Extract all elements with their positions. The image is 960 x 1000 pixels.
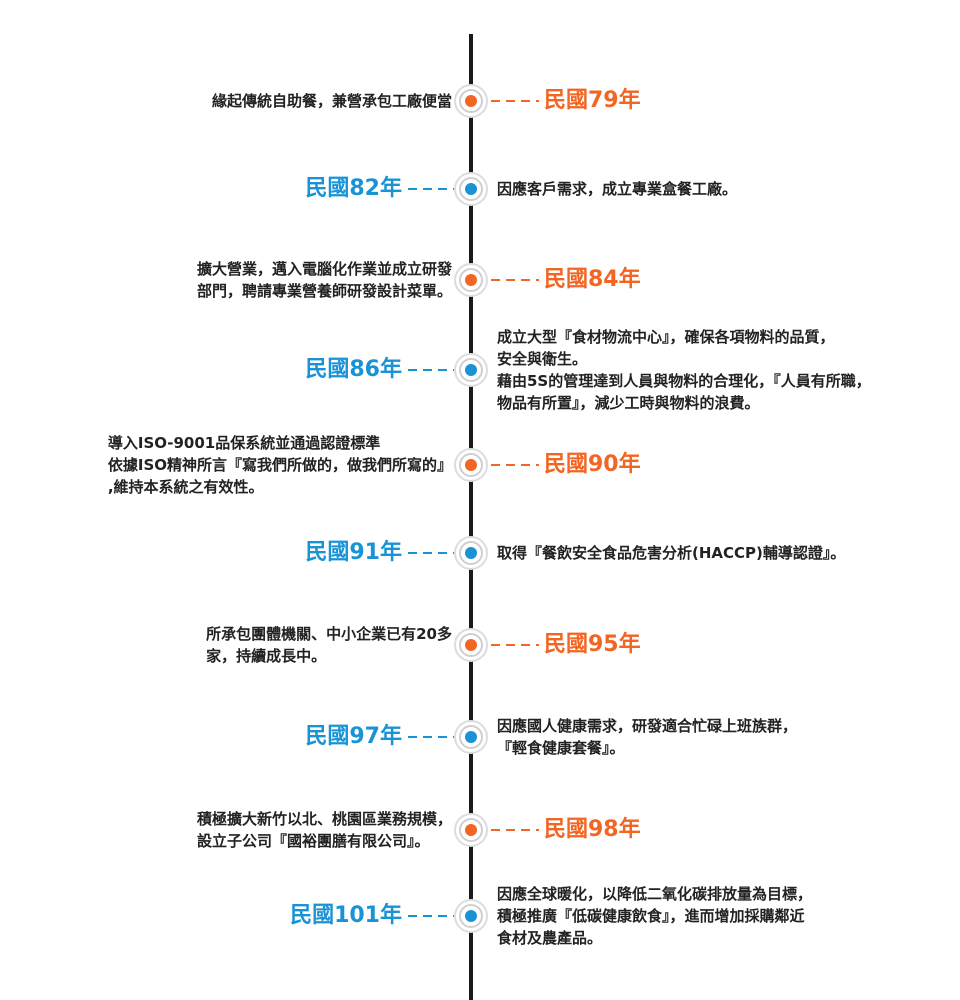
- timeline-node-ring: [459, 541, 483, 565]
- timeline-description: 所承包團體機關、中小企業已有20多家，持續成長中。: [206, 623, 452, 667]
- timeline-dot-icon: [465, 274, 477, 286]
- timeline-description: 導入ISO-9001品保系統並通過認證標準依據ISO精神所言『寫我們所做的，做我…: [108, 432, 452, 498]
- timeline-description: 成立大型『食材物流中心』，確保各項物料的品質， 安全與衛生。藉由5S的管理達到人員…: [497, 326, 871, 414]
- timeline-description: 因應全球暖化，以降低二氧化碳排放量為目標， 積極推廣『低碳健康飲食』，進而增加採購…: [497, 883, 812, 949]
- timeline-connector: [408, 552, 454, 554]
- timeline-year: 民國91年: [305, 540, 402, 565]
- timeline-description-line: 安全與衛生。: [497, 350, 588, 368]
- timeline-dot-icon: [465, 639, 477, 651]
- timeline-description: 因應客戶需求，成立專業盒餐工廠。: [497, 178, 737, 200]
- timeline-connector: [491, 464, 539, 466]
- timeline-description-line: 積極推廣『低碳健康飲食』，進而增加採購鄰近: [497, 907, 805, 925]
- timeline-node-ring: [459, 904, 483, 928]
- timeline-year: 民國84年: [544, 267, 641, 292]
- timeline-year: 民國82年: [305, 176, 402, 201]
- timeline-description: 擴大營業，邁入電腦化作業並成立研發部門，聘請專業營養師研發設計菜單。: [197, 258, 452, 302]
- timeline-node-ring: [459, 725, 483, 749]
- timeline-dot-icon: [465, 459, 477, 471]
- timeline-year: 民國90年: [544, 452, 641, 477]
- timeline-dot-icon: [465, 547, 477, 559]
- timeline-node: [454, 353, 488, 387]
- timeline-description: 取得『餐飲安全食品危害分析(HACCP)輔導認證』。: [497, 542, 845, 564]
- timeline-year: 民國101年: [290, 903, 402, 928]
- timeline-connector: [408, 369, 454, 371]
- timeline-dot-icon: [465, 95, 477, 107]
- timeline-dot-icon: [465, 183, 477, 195]
- timeline-description-line: 食材及農產品。: [497, 929, 603, 947]
- timeline-description-line: 所承包團體機關、中小企業已有20多: [206, 625, 452, 643]
- timeline-description: 積極擴大新竹以北、桃園區業務規模， 設立子公司『國裕團膳有限公司』。: [197, 808, 452, 852]
- timeline-connector: [408, 915, 454, 917]
- timeline-description-line: 取得『餐飲安全食品危害分析(HACCP)輔導認證』。: [497, 544, 846, 562]
- timeline-year: 民國97年: [305, 724, 402, 749]
- timeline-node-ring: [459, 268, 483, 292]
- timeline-node-ring: [459, 177, 483, 201]
- timeline-year: 民國98年: [544, 817, 641, 842]
- timeline-dot-icon: [465, 731, 477, 743]
- timeline-description: 因應國人健康需求，研發適合忙碌上班族群， 『輕食健康套餐』。: [497, 715, 797, 759]
- timeline-description-line: 積極擴大新竹以北、桃園區業務規模，: [196, 810, 452, 828]
- timeline-description-line: 成立大型『食材物流中心』，確保各項物料的品質，: [497, 328, 835, 346]
- timeline-description-line: 擴大營業，邁入電腦化作業並成立研發: [196, 260, 452, 278]
- timeline-connector: [408, 736, 454, 738]
- timeline-description-line: 因應客戶需求，成立專業盒餐工廠。: [497, 180, 738, 198]
- timeline-description-line: 因應全球暖化，以降低二氧化碳排放量為目標，: [497, 885, 813, 903]
- timeline-node: [454, 448, 488, 482]
- timeline-year: 民國79年: [544, 88, 641, 113]
- timeline-node: [454, 813, 488, 847]
- timeline-description-line: 緣起傳統自助餐，兼營承包工廠便當: [211, 92, 452, 110]
- timeline-node: [454, 536, 488, 570]
- timeline-node-ring: [459, 818, 483, 842]
- timeline-dot-icon: [465, 364, 477, 376]
- timeline-year: 民國86年: [305, 357, 402, 382]
- timeline-node: [454, 263, 488, 297]
- timeline-description-line: 依據ISO精神所言『寫我們所做的，做我們所寫的』: [107, 456, 452, 474]
- timeline-connector: [491, 829, 539, 831]
- timeline-node: [454, 628, 488, 662]
- timeline-connector: [491, 100, 539, 102]
- timeline-node-ring: [459, 633, 483, 657]
- timeline-description-line: 物品有所置』，減少工時與物料的浪費。: [497, 394, 760, 412]
- timeline-description-line: 家，持續成長中。: [206, 647, 327, 665]
- timeline-description-line: 『輕食健康套餐』。: [497, 739, 625, 757]
- timeline-year: 民國95年: [544, 632, 641, 657]
- timeline-connector: [491, 279, 539, 281]
- timeline-node-ring: [459, 358, 483, 382]
- timeline-description-line: 因應國人健康需求，研發適合忙碌上班族群，: [497, 717, 798, 735]
- timeline-connector: [491, 644, 539, 646]
- timeline-description-line: 導入ISO-9001品保系統並通過認證標準: [107, 434, 381, 452]
- timeline-node-ring: [459, 89, 483, 113]
- timeline-description-line: 藉由5S的管理達到人員與物料的合理化，『人員有所職，: [497, 372, 871, 390]
- timeline-axis: [469, 34, 473, 1000]
- timeline-description: 緣起傳統自助餐，兼營承包工廠便當: [212, 90, 452, 112]
- timeline-node: [454, 172, 488, 206]
- timeline-dot-icon: [465, 910, 477, 922]
- timeline-node: [454, 84, 488, 118]
- timeline-node-ring: [459, 453, 483, 477]
- timeline-node: [454, 899, 488, 933]
- timeline-description-line: 設立子公司『國裕團膳有限公司』。: [196, 832, 430, 850]
- timeline-description-line: ,維持本系統之有效性。: [107, 478, 264, 496]
- timeline-connector: [408, 188, 454, 190]
- timeline-dot-icon: [465, 824, 477, 836]
- timeline-description-line: 部門，聘請專業營養師研發設計菜單。: [196, 282, 452, 300]
- timeline-node: [454, 720, 488, 754]
